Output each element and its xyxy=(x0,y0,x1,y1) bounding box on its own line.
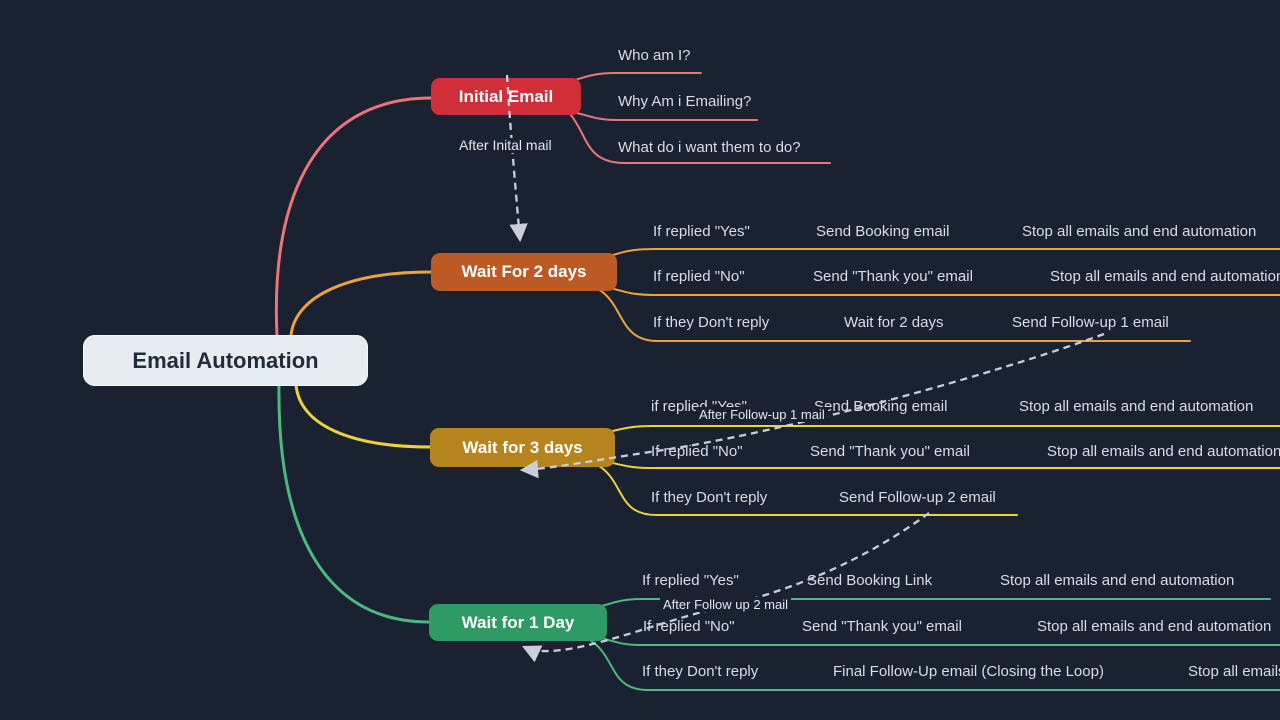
root-node[interactable]: Email Automation xyxy=(83,335,368,386)
mindmap-node-text[interactable]: Send Booking email xyxy=(814,398,948,415)
mindmap-node-text[interactable]: Final Follow-Up email (Closing the Loop) xyxy=(833,663,1104,680)
mindmap-node-text[interactable]: If replied "No" xyxy=(653,268,745,285)
mindmap-node-text[interactable]: Send Booking Link xyxy=(807,572,933,589)
branch-node-wait-2-days[interactable]: Wait For 2 days xyxy=(431,253,617,291)
mindmap-node-text[interactable]: If they Don't reply xyxy=(642,663,759,680)
mindmap-node-text[interactable]: If replied "No" xyxy=(643,618,735,635)
mindmap-node-text[interactable]: If replied "Yes" xyxy=(642,572,739,589)
branch-node-label: Wait For 2 days xyxy=(461,262,587,281)
root-curve-wait-1-day xyxy=(277,383,431,624)
branch-node-label: Wait for 3 days xyxy=(462,437,583,457)
row-line xyxy=(599,284,1280,296)
mindmap-node-text[interactable]: Who am I? xyxy=(618,47,691,64)
mindmap-node-text[interactable]: Stop all emails and end automation xyxy=(1050,268,1280,285)
mindmap-node-text[interactable]: Send "Thank you" email xyxy=(813,268,973,285)
mindmap-node-text[interactable]: If replied "No" xyxy=(651,443,743,460)
mindmap-node-text[interactable]: Send Booking email xyxy=(816,223,950,240)
root-curve-initial-email xyxy=(274,96,433,338)
row-line xyxy=(565,109,758,121)
mindmap-node-text[interactable]: If replied "Yes" xyxy=(653,223,750,240)
mindmap-node-text[interactable]: Send "Thank you" email xyxy=(810,443,970,460)
arrow-label-after-follow-up-1[interactable]: After Follow-up 1 mail xyxy=(696,407,828,422)
branch-node-wait-1-day[interactable]: Wait for 1 Day xyxy=(429,604,607,641)
row-line xyxy=(599,459,1280,469)
row-line xyxy=(565,72,702,84)
root-node-label: Email Automation xyxy=(132,347,319,373)
arrow-label-after-initial-mail[interactable]: After Inital mail xyxy=(456,138,555,153)
mindmap-node-text[interactable]: Send Follow-up 1 email xyxy=(1012,314,1169,331)
mindmap-node-text[interactable]: Stop all emails and end automation xyxy=(1019,398,1254,415)
root-curve-wait-2-days xyxy=(289,270,433,338)
row-line xyxy=(599,425,1280,435)
root-curve-wait-3-days xyxy=(294,383,432,449)
mindmap-node-text[interactable]: Stop all emails and end automation xyxy=(1022,223,1257,240)
mindmap-node-text[interactable]: Why Am i Emailing? xyxy=(618,93,752,110)
branch-node-label: Initial Email xyxy=(458,86,554,106)
row-line xyxy=(599,248,1280,260)
mindmap-node-text[interactable]: What do i want them to do? xyxy=(618,139,801,156)
arrow-label-after-follow-up-2[interactable]: After Follow up 2 mail xyxy=(660,597,791,612)
branch-node-initial-email[interactable]: Initial Email xyxy=(431,78,581,115)
mindmap-node-text[interactable]: Send "Thank you" email xyxy=(802,618,962,635)
mindmap-node-text[interactable]: Send Follow-up 2 email xyxy=(839,489,996,506)
mindmap-node-text[interactable]: If they Don't reply xyxy=(651,489,768,506)
row-line xyxy=(569,113,831,164)
mindmap-node-text[interactable]: Stop all emails and end automation xyxy=(1047,443,1280,460)
mindmap-node-text[interactable]: Stop all emails and end automation xyxy=(1000,572,1235,589)
branch-node-wait-3-days[interactable]: Wait for 3 days xyxy=(430,428,615,467)
row-line xyxy=(591,634,1280,646)
mindmap-node-text[interactable]: If they Don't reply xyxy=(653,314,770,331)
mindmap-node-text[interactable]: Wait for 2 days xyxy=(844,314,944,331)
mindmap-node-text[interactable]: Stop all emails and end automation xyxy=(1188,663,1280,680)
mindmap-node-text[interactable]: Stop all emails and end automation xyxy=(1037,618,1272,635)
branch-node-label: Wait for 1 Day xyxy=(461,612,575,632)
